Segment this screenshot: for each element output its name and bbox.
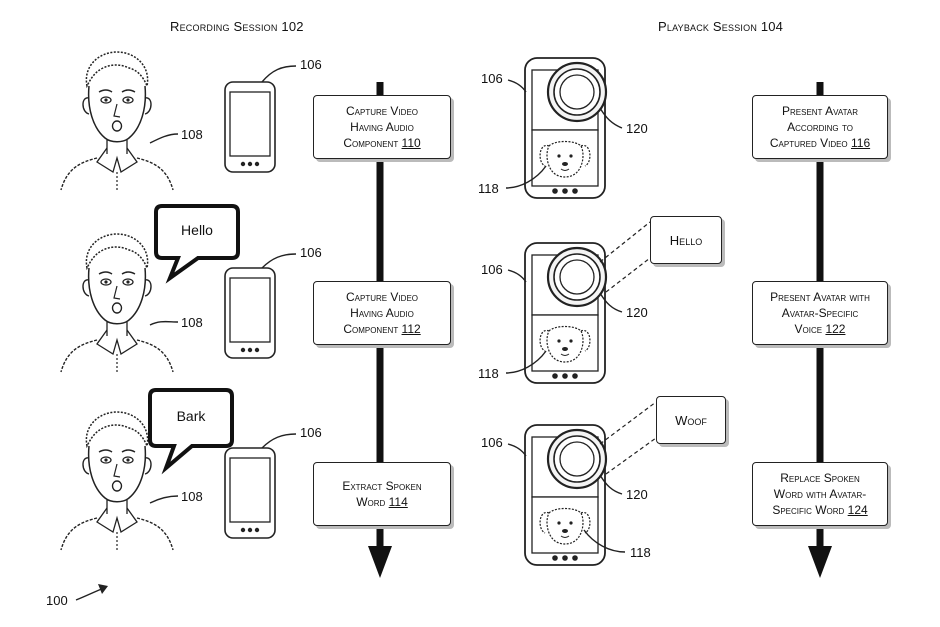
playback-device-2 bbox=[523, 241, 608, 385]
step-capture-video-110: Capture Video Having Audio Component 110 bbox=[313, 95, 451, 159]
step-110-line3: Component 110 bbox=[343, 136, 421, 150]
leader-106-6 bbox=[507, 443, 527, 457]
recording-device-3 bbox=[224, 447, 276, 539]
ref-106-playback-2: 106 bbox=[481, 262, 503, 277]
ref-100-figure: 100 bbox=[46, 593, 68, 608]
callout-connector-hello-bottom bbox=[605, 257, 651, 293]
step-avatar-voice-122: Present Avatar with Avatar-Specific Voic… bbox=[752, 281, 888, 345]
ref-108-1: 108 bbox=[181, 127, 203, 142]
step-114-line2: Word 114 bbox=[356, 495, 408, 509]
step-capture-video-112: Capture Video Having Audio Component 112 bbox=[313, 281, 451, 345]
leader-120-2 bbox=[599, 292, 623, 313]
step-112-line1: Capture Video bbox=[345, 290, 418, 304]
ref-120-3: 120 bbox=[626, 487, 648, 502]
step-124-line2: Word with Avatar- bbox=[773, 487, 867, 501]
step-110-line1: Capture Video bbox=[345, 104, 418, 118]
ref-106-recording-3: 106 bbox=[300, 425, 322, 440]
speech-text-hello: Hello bbox=[181, 222, 213, 238]
leader-106-5 bbox=[507, 269, 527, 283]
ref-118-1: 118 bbox=[478, 181, 499, 196]
step-112-line2: Having Audio bbox=[350, 306, 414, 320]
step-110-line2: Having Audio bbox=[350, 120, 414, 134]
callout-connector-woof-top bbox=[599, 401, 657, 445]
step-124-line1: Replace Spoken bbox=[780, 471, 860, 485]
callout-connector-woof-bottom bbox=[605, 437, 657, 475]
ref-106-recording-2: 106 bbox=[300, 245, 322, 260]
playback-session-title: Playback Session 104 bbox=[658, 19, 784, 34]
ref-120-2: 120 bbox=[626, 305, 648, 320]
callout-hello: Hello bbox=[650, 216, 722, 264]
step-present-avatar-116: Present Avatar According to Captured Vid… bbox=[752, 95, 888, 159]
playback-device-3 bbox=[523, 423, 608, 567]
leader-108-3 bbox=[149, 495, 179, 504]
speech-text-bark: Bark bbox=[176, 408, 206, 424]
step-112-line3: Component 112 bbox=[343, 322, 421, 336]
leader-118-1 bbox=[505, 165, 547, 189]
leader-106-4 bbox=[507, 79, 527, 93]
figure-ref-arrowhead bbox=[98, 584, 108, 594]
step-116-line2: According to bbox=[787, 120, 853, 134]
recording-device-1 bbox=[224, 81, 276, 173]
ref-106-playback-3: 106 bbox=[481, 435, 503, 450]
step-replace-word-124: Replace Spoken Word with Avatar- Specifi… bbox=[752, 462, 888, 526]
leader-106-3 bbox=[261, 433, 297, 449]
callout-connector-hello-top bbox=[599, 221, 651, 263]
leader-108-2 bbox=[149, 320, 179, 326]
step-116-line1: Present Avatar bbox=[781, 104, 859, 118]
ref-118-3: 118 bbox=[630, 545, 651, 560]
ref-118-2: 118 bbox=[478, 366, 499, 381]
leader-106-1 bbox=[261, 65, 297, 83]
step-extract-word-114: Extract Spoken Word 114 bbox=[313, 462, 451, 526]
step-122-line2: Avatar-Specific bbox=[781, 306, 859, 320]
step-122-line3: Voice 122 bbox=[794, 322, 846, 336]
ref-108-3: 108 bbox=[181, 489, 203, 504]
step-114-line1: Extract Spoken bbox=[342, 479, 422, 493]
ref-108-2: 108 bbox=[181, 315, 203, 330]
step-122-line1: Present Avatar with bbox=[770, 290, 870, 304]
speech-bubble-hello bbox=[154, 204, 240, 284]
speech-bubble-bark bbox=[148, 388, 234, 475]
step-116-line3: Captured Video 116 bbox=[769, 136, 871, 150]
figure-ref-arrow bbox=[75, 587, 105, 601]
leader-120-1 bbox=[599, 107, 623, 129]
step-124-line3: Specific Word 124 bbox=[772, 503, 868, 517]
ref-106-recording-1: 106 bbox=[300, 57, 322, 72]
leader-120-3 bbox=[599, 474, 623, 495]
leader-118-2 bbox=[505, 350, 547, 374]
recording-arrowhead bbox=[368, 546, 392, 578]
leader-118-3 bbox=[583, 529, 626, 553]
playback-device-1 bbox=[523, 56, 608, 200]
recording-device-2 bbox=[224, 267, 276, 359]
callout-woof: Woof bbox=[656, 396, 726, 444]
playback-arrowhead bbox=[808, 546, 832, 578]
leader-108-1 bbox=[149, 133, 179, 144]
ref-120-1: 120 bbox=[626, 121, 648, 136]
ref-106-playback-1: 106 bbox=[481, 71, 503, 86]
leader-106-2 bbox=[261, 253, 297, 269]
user-face-1 bbox=[60, 51, 174, 191]
recording-session-title: Recording Session 102 bbox=[170, 19, 304, 34]
